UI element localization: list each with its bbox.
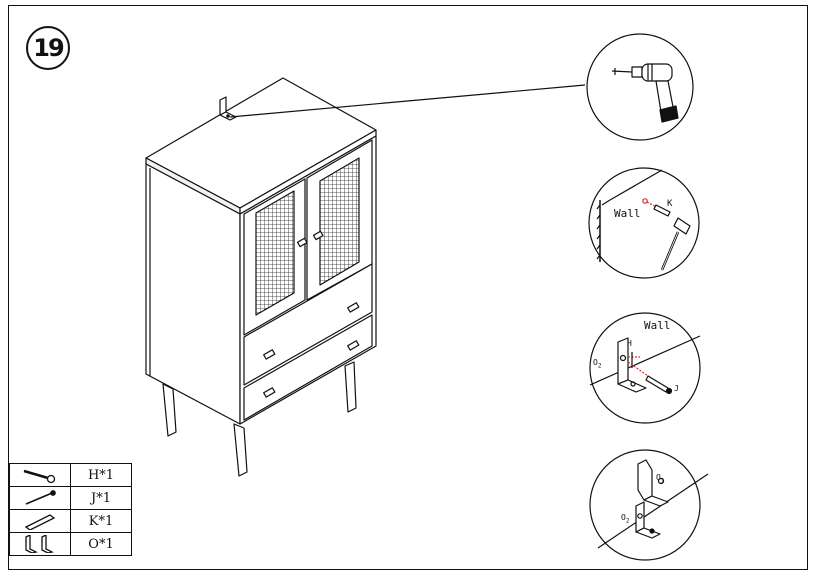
bracket-o2-label-a: O2 [593, 358, 602, 370]
bracket-o2-label-b: O2 [621, 513, 630, 525]
parts-row-j: J*1 [9, 486, 132, 510]
wall-label-1: Wall [614, 207, 641, 220]
parts-qty-k: K*1 [70, 509, 132, 533]
parts-qty-h: H*1 [70, 463, 132, 487]
bracket-wall-callout [589, 312, 701, 424]
wall-anchor-icon [9, 509, 71, 533]
long-screw-icon [9, 486, 71, 510]
parts-qty-j: J*1 [70, 486, 132, 510]
page-border [8, 5, 808, 570]
bracket-assembled-callout [589, 449, 709, 561]
power-drill-icon [611, 63, 679, 123]
wall-anchor-callout [588, 167, 700, 279]
parts-row-o: O*1 [9, 532, 132, 556]
drill-callout [586, 33, 694, 141]
step-number-badge: 19 [26, 26, 70, 70]
cabinet-drawing [145, 77, 586, 477]
bracket-o1-label: O1 [656, 473, 665, 485]
screw-j-label: J [674, 384, 679, 393]
parts-row-h: H*1 [9, 463, 132, 487]
anchor-k-label: K [667, 199, 673, 209]
parts-list: H*1 J*1 K*1 [9, 463, 132, 556]
parts-row-k: K*1 [9, 509, 132, 533]
screw-h-label: H [627, 339, 632, 348]
parts-qty-o: O*1 [70, 532, 132, 556]
wall-label-2: Wall [644, 319, 671, 332]
screw-icon [9, 463, 71, 487]
l-bracket-icon [9, 532, 71, 556]
